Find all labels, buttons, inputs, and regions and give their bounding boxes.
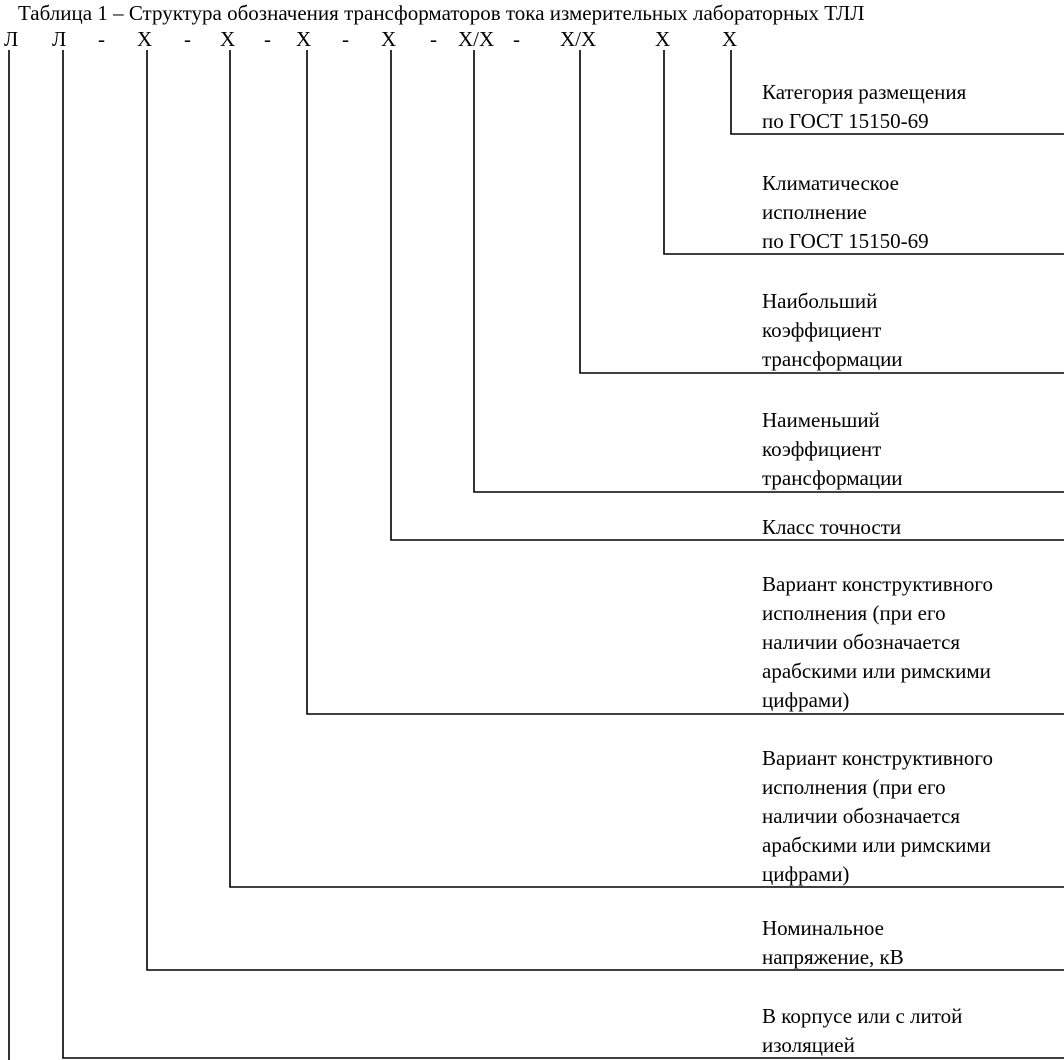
leader-line xyxy=(730,50,1064,135)
code-separator: - xyxy=(342,27,349,51)
description-min-ratio: Наименьший коэффициент трансформации xyxy=(762,408,903,490)
description-max-ratio: Наибольший коэффициент трансформации xyxy=(762,289,903,371)
code-symbol-x: Х xyxy=(296,27,312,51)
leader-line xyxy=(229,50,1064,888)
code-symbol-x: Х xyxy=(137,27,153,51)
code-separator: - xyxy=(98,27,105,51)
code-symbol-x: Х xyxy=(220,27,236,51)
code-separator: - xyxy=(513,27,520,51)
code-symbol-l2: Л xyxy=(52,27,67,51)
code-symbol-x: Х xyxy=(722,27,738,51)
description-design-variant: Вариант конструктивного исполнения (при … xyxy=(762,572,993,712)
description-housing-or-insulation: В корпусе или с литой изоляцией xyxy=(762,1004,963,1057)
description-rated-voltage: Номинальное напряжение, кВ xyxy=(762,916,904,969)
code-separator: - xyxy=(184,27,191,51)
code-separator: - xyxy=(264,27,271,51)
description-climatic-version: Климатическое исполнение по ГОСТ 15150-6… xyxy=(762,171,929,253)
leader-line xyxy=(146,50,1064,971)
code-symbol-x: Х xyxy=(381,27,397,51)
code-symbol-l1: Л xyxy=(4,27,19,51)
description-placement-category: Категория размещения по ГОСТ 15150-69 xyxy=(762,80,967,133)
leader-line xyxy=(390,50,1064,541)
leader-line xyxy=(663,50,1064,255)
table-title: Таблица 1 – Структура обозначения трансф… xyxy=(18,1,865,25)
leader-line xyxy=(579,50,1064,374)
leader-line xyxy=(306,50,1064,715)
leader-line xyxy=(473,50,1064,493)
code-separator: - xyxy=(430,27,437,51)
code-symbol-x-ratio: Х/Х xyxy=(560,27,597,51)
code-symbol-x-ratio: Х/Х xyxy=(458,27,495,51)
description-accuracy-class: Класс точности xyxy=(762,515,902,539)
description-design-variant: Вариант конструктивного исполнения (при … xyxy=(762,746,993,886)
code-symbol-x: Х xyxy=(655,27,671,51)
leader-line xyxy=(62,50,1064,1059)
